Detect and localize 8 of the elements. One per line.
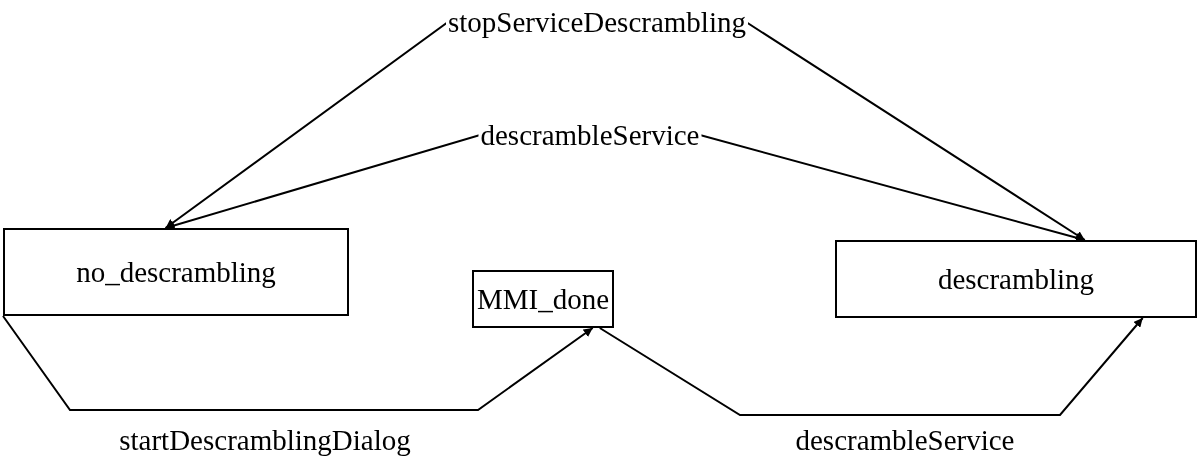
- transition-arrow: [2, 315, 594, 411]
- state-name: no_descrambling: [76, 255, 276, 289]
- state-box: [472, 270, 614, 328]
- state-box: [3, 228, 349, 316]
- state-name: descrambling: [937, 262, 1095, 296]
- state-name: MMI_done: [476, 282, 610, 316]
- state-box: [835, 240, 1197, 318]
- transition-arrow: [598, 317, 1144, 416]
